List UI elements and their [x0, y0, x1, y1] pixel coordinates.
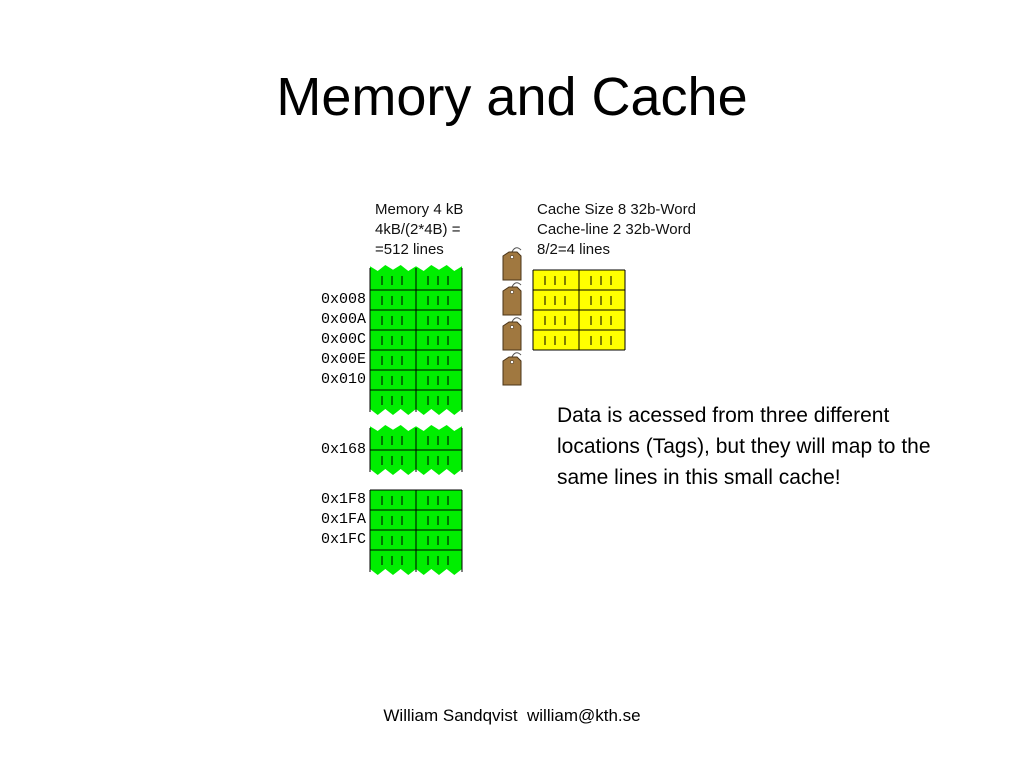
memory-label-line: =512 lines: [375, 241, 444, 258]
slide-title: Memory and Cache: [276, 67, 748, 127]
memory-blocks: [369, 265, 463, 575]
tag-icon: [502, 286, 522, 316]
cache-label-line: Cache Size 8 32b-Word: [537, 201, 696, 218]
memory-address: 0x1F8: [320, 491, 366, 508]
memory-address: 0x00E: [320, 351, 366, 368]
cache-label-line: 8/2=4 lines: [537, 241, 610, 258]
memory-address: 0x1FC: [320, 531, 366, 548]
memory-address: 0x00C: [320, 331, 366, 348]
memory-address: 0x168: [320, 441, 366, 458]
cache-grid: [532, 269, 626, 351]
cache-label: Cache Size 8 32b-Word Cache-line 2 32b-W…: [537, 200, 696, 260]
memory-address: 0x00A: [320, 311, 366, 328]
memory-address: 0x008: [320, 291, 366, 308]
tag-icon: [502, 321, 522, 351]
tags: [502, 247, 522, 386]
tag-hole: [510, 290, 514, 294]
memory-address: 0x010: [320, 371, 366, 388]
description-text: Data is acessed from three different loc…: [557, 404, 931, 489]
tag-hole: [510, 255, 514, 259]
cache-label-line: Cache-line 2 32b-Word: [537, 221, 691, 238]
footer-author: William Sandqvist william@kth.se: [383, 706, 641, 725]
tag-hole: [510, 360, 514, 364]
memory-label-line: 4kB/(2*4B) =: [375, 221, 461, 238]
tag-icon: [502, 251, 522, 281]
tag-hole: [510, 325, 514, 329]
memory-label-line: Memory 4 kB: [375, 201, 464, 218]
tag-icon: [502, 356, 522, 386]
memory-address: 0x1FA: [320, 511, 366, 528]
memory-label: Memory 4 kB 4kB/(2*4B) = =512 lines: [375, 200, 463, 260]
